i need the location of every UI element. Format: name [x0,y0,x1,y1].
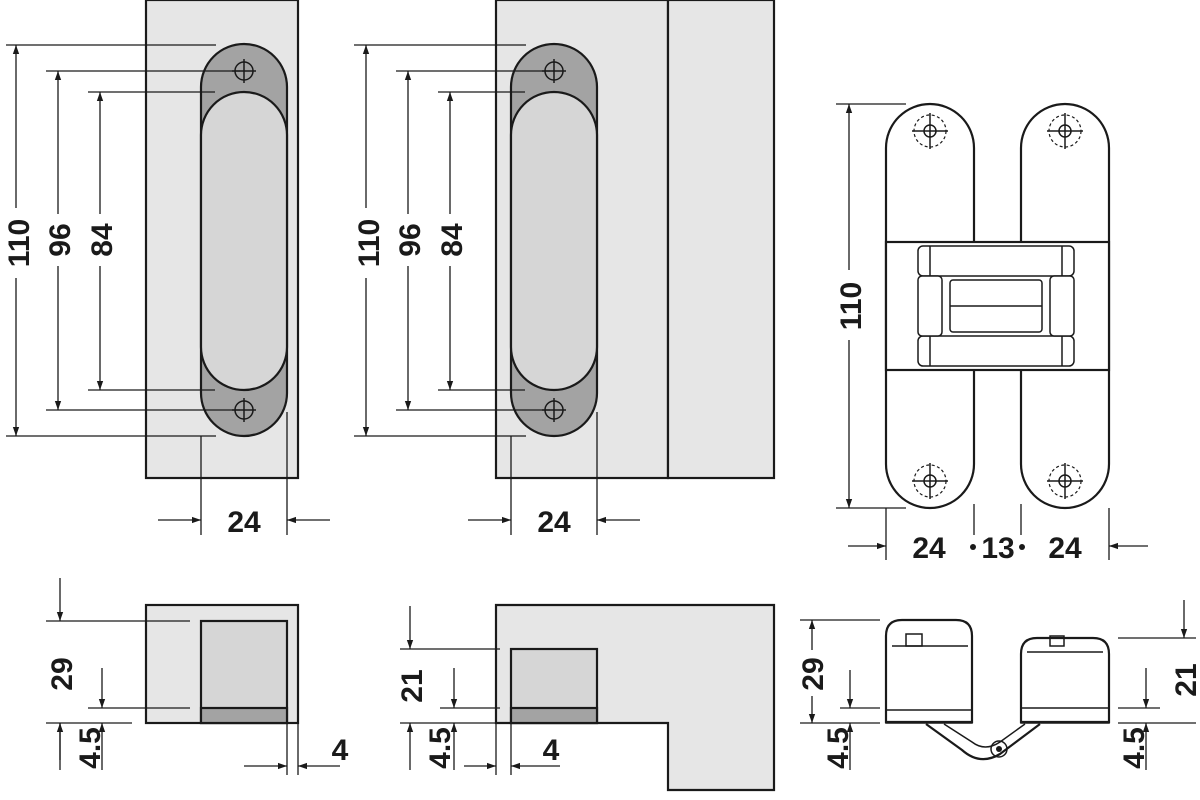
dim-width-right: 24 [1048,532,1082,565]
dimension-lines [56,578,340,770]
extension-lines [836,103,1110,560]
front-view-b: 110 96 84 24 [353,0,776,539]
section-view-a: 29 4.5 4 [46,578,349,775]
dim-width: 24 [227,506,261,539]
dim-dot [970,544,976,550]
front-view-a: 110 96 84 24 [3,0,330,539]
hinge-body [509,90,599,392]
dim-height-inner: 84 [436,223,469,257]
dim-width-left: 24 [912,532,946,565]
dim-height-screws: 96 [394,223,427,256]
hinge-plate-section [199,706,289,725]
dim-height-screws: 96 [44,223,77,256]
dim-setback-right: 4.5 [1118,727,1151,769]
hinge-cup-right [1019,636,1111,724]
dim-dot [1019,544,1025,550]
screw-hole-bottom-right [1047,463,1083,499]
hinge-mechanism [917,245,1075,367]
dim-depth-left: 29 [797,657,830,690]
dim-setback-left: 4.5 [822,727,855,769]
section-view-b: 21 4.5 4 [396,603,776,792]
extension-lines [6,44,288,535]
dim-height-total: 110 [3,219,36,267]
hinge-base-right [1020,707,1110,724]
dim-height-total: 110 [353,219,386,267]
section-view-open: 29 4.5 21 4.5 [797,600,1200,770]
dim-width: 24 [537,506,571,539]
dim-offset: 4 [332,734,349,767]
hinge-body [199,90,289,392]
dim-setback: 4.5 [74,727,107,769]
dim-offset: 4 [543,734,560,767]
screw-hole-top-right [1047,113,1083,149]
dim-depth: 21 [396,669,429,702]
frame-panel-outer [666,0,776,480]
extension-lines [800,619,1196,724]
screw-hole-top-left [912,113,948,149]
dim-height-inner: 84 [86,223,119,257]
dimension-lines [808,600,1188,770]
hinge-base-left [885,709,973,724]
hinge-plate-section [509,706,599,725]
hinge-cup-left [884,618,974,724]
dim-depth-right: 21 [1170,663,1200,696]
dimension-lines [406,606,560,770]
open-hinge-view: 110 24 13 24 [835,102,1148,565]
hinge-linkage [925,723,1041,761]
dim-height: 110 [835,282,868,330]
hinge-pin-right [1049,635,1065,647]
dim-setback: 4.5 [424,727,457,769]
hinge-body-section [199,619,289,725]
dim-gap: 13 [981,532,1014,565]
dim-depth: 29 [46,657,79,690]
screw-hole-bottom-left [912,463,948,499]
